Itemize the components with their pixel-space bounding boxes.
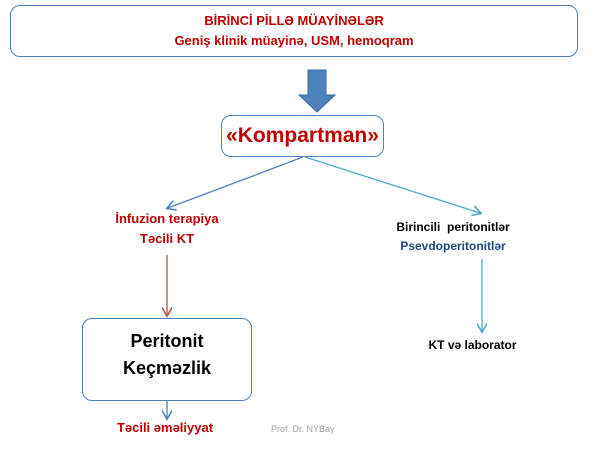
top-box: BİRİNCİ PİLLƏ MÜAYİNƏLƏR Geniş klinik mü… [10,5,578,57]
right-branch-line1: Birincili peritonitlər [396,220,510,234]
kt-laborator-label: KT və laborator [428,338,517,352]
peritonit-label: Peritonit [130,331,204,351]
kecmezlik-label: Keçməzlik [122,358,212,378]
kompartman-box: «Kompartman» [221,115,384,157]
kompartman-label: «Kompartman» [226,124,379,147]
right-branch-line2: Psevdoperitonitlər [400,239,506,253]
author-credit: Prof. Dr. NYBay [271,424,335,434]
arrow-to-left-branch [168,156,304,208]
peritonit-box: Peritonit Keçməzlik [82,318,252,401]
arrow-to-right-branch [304,156,480,213]
left-branch-line1: İnfuzion terapiya [115,211,219,226]
urgent-surgery-label: Təcili əməliyyat [116,420,214,435]
top-box-subtitle: Geniş klinik müayinə, USM, hemoqram [174,33,414,48]
big-down-arrow [297,69,337,113]
left-branch-line2: Təcili KT [139,231,195,246]
top-box-title: BİRİNCİ PİLLƏ MÜAYİNƏLƏR [204,13,384,28]
